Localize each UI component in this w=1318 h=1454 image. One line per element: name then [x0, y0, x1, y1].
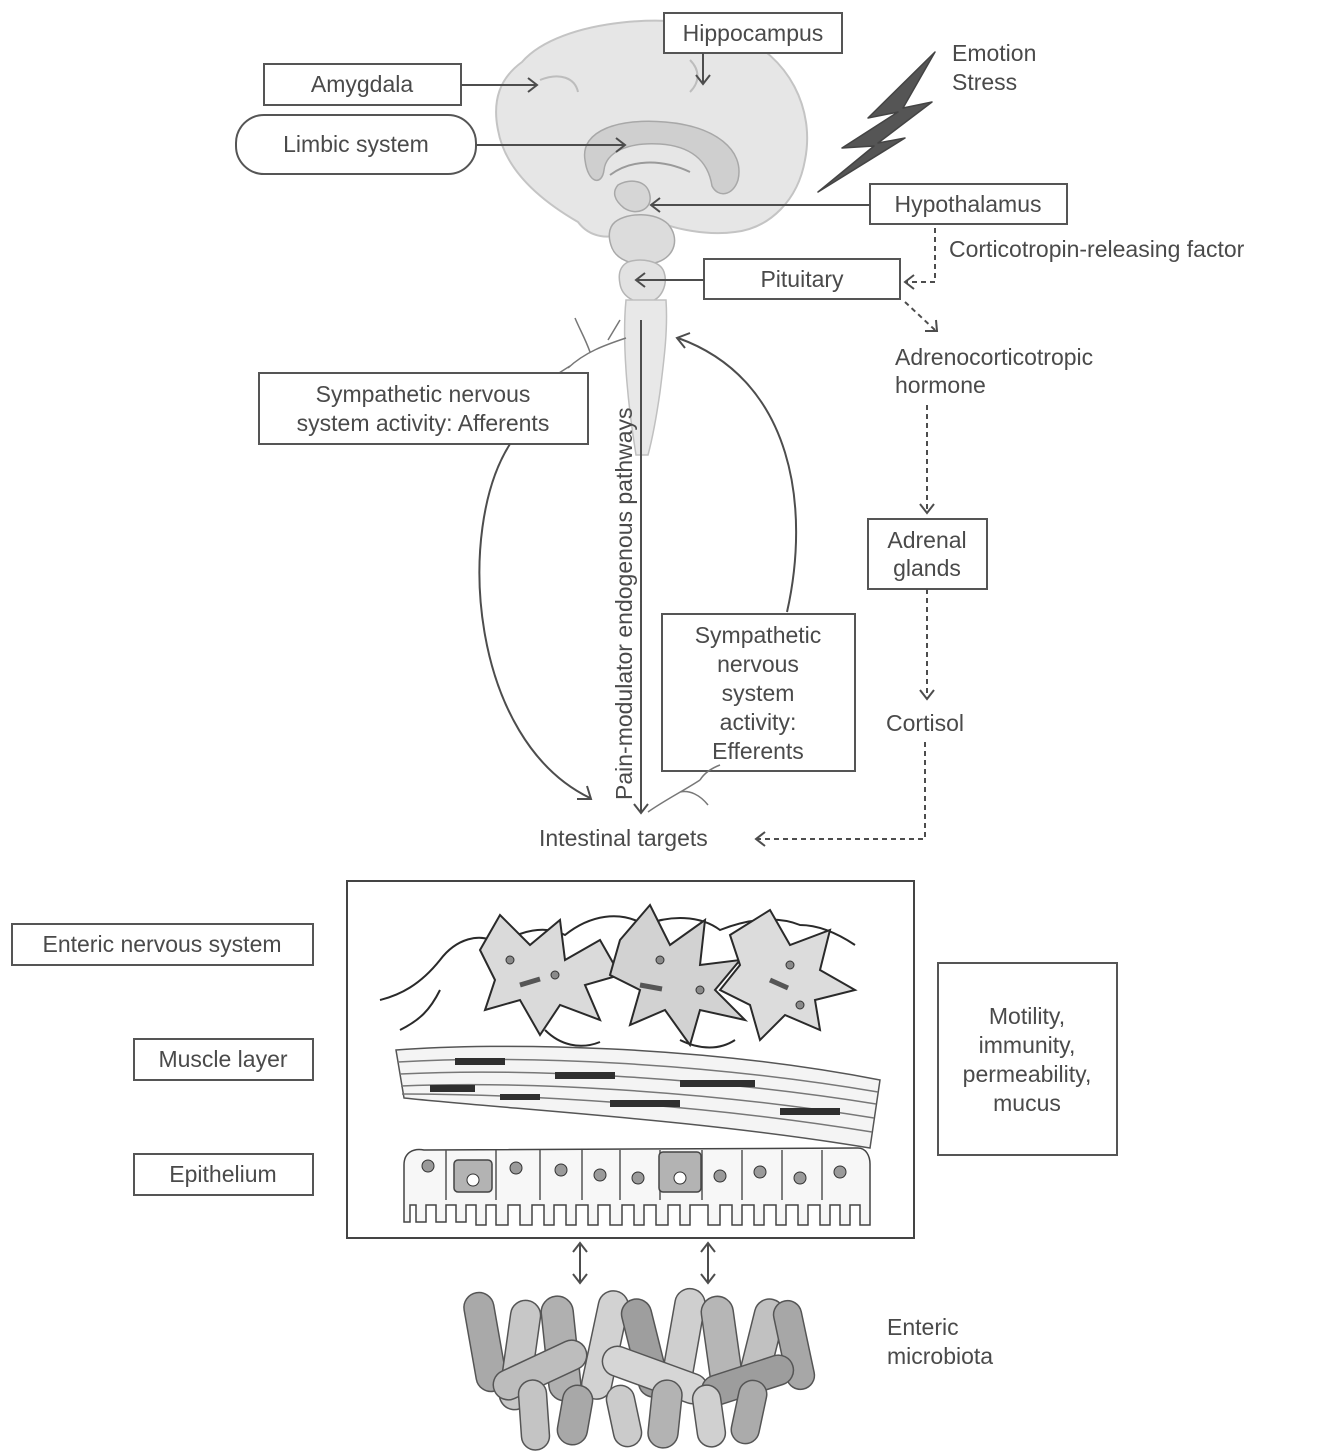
pain-pathway-label: Pain-modulator endogenous pathways	[611, 407, 637, 800]
svg-text:permeability,: permeability,	[963, 1061, 1092, 1087]
nervous-pathways: Sympathetic nervous system activity: Aff…	[259, 320, 855, 813]
afferents-label: Sympathetic nervous system activity: Aff…	[259, 373, 588, 444]
svg-text:nervous: nervous	[717, 651, 799, 677]
microbiota-label: microbiota	[887, 1343, 993, 1369]
efferents-label: Sympathetic nervous system activity: Eff…	[662, 614, 855, 771]
svg-text:Enteric nervous system: Enteric nervous system	[42, 931, 281, 957]
amygdala-label: Amygdala	[264, 64, 461, 105]
enteric-nervous-system-label: Enteric nervous system	[12, 924, 313, 965]
svg-text:system: system	[722, 680, 795, 706]
midbrain	[609, 215, 674, 265]
cortisol-label: Cortisol	[886, 710, 964, 736]
stress-label: Emotion	[952, 40, 1036, 66]
hippocampus-label: Hippocampus	[664, 13, 842, 53]
hypothalamus-label: Hypothalamus	[870, 184, 1067, 224]
afferent-arrow	[479, 444, 590, 798]
svg-text:Efferents: Efferents	[712, 738, 804, 764]
svg-text:Pituitary: Pituitary	[760, 266, 844, 292]
svg-text:Amygdala: Amygdala	[311, 71, 413, 97]
svg-text:Hypothalamus: Hypothalamus	[894, 191, 1041, 217]
svg-text:Sympathetic nervous: Sympathetic nervous	[316, 381, 531, 407]
acth-label: hormone	[895, 372, 986, 398]
svg-text:mucus: mucus	[993, 1090, 1061, 1116]
svg-text:immunity,: immunity,	[979, 1032, 1076, 1058]
intestinal-targets-label: Intestinal targets	[539, 825, 708, 851]
svg-text:Muscle layer: Muscle layer	[158, 1046, 287, 1072]
stress-label: Stress	[952, 69, 1017, 95]
crf-label: Corticotropin-releasing factor	[949, 236, 1245, 262]
microbiota-label: Enteric	[887, 1314, 959, 1340]
acth-label: Adrenocorticotropic	[895, 344, 1093, 370]
muscle-layer-label: Muscle layer	[134, 1039, 313, 1080]
adrenal-glands-label: glands	[893, 555, 961, 581]
microbiota-illustration	[462, 1286, 818, 1451]
limbic-system-label: Limbic system	[236, 115, 476, 174]
svg-text:Limbic system: Limbic system	[283, 131, 429, 157]
svg-text:Epithelium: Epithelium	[169, 1161, 276, 1187]
svg-text:Motility,: Motility,	[989, 1003, 1065, 1029]
adrenal-glands-label: Adrenal	[887, 527, 966, 553]
lower-nerve-branch	[648, 765, 720, 812]
microbiota-exchange-arrows	[573, 1243, 715, 1283]
svg-text:Sympathetic: Sympathetic	[695, 622, 822, 648]
pons	[619, 260, 665, 302]
gut-functions-label: Motility, immunity, permeability, mucus	[938, 963, 1117, 1155]
svg-text:system activity: Afferents: system activity: Afferents	[297, 410, 550, 436]
svg-text:Hippocampus: Hippocampus	[683, 20, 824, 46]
upper-nerve-branch	[548, 318, 626, 380]
epithelium-label: Epithelium	[134, 1154, 313, 1195]
svg-text:activity:: activity:	[720, 709, 797, 735]
lightning-bolt-icon	[818, 52, 935, 192]
efferent-arrow	[678, 338, 796, 612]
pituitary-label: Pituitary	[704, 259, 900, 299]
